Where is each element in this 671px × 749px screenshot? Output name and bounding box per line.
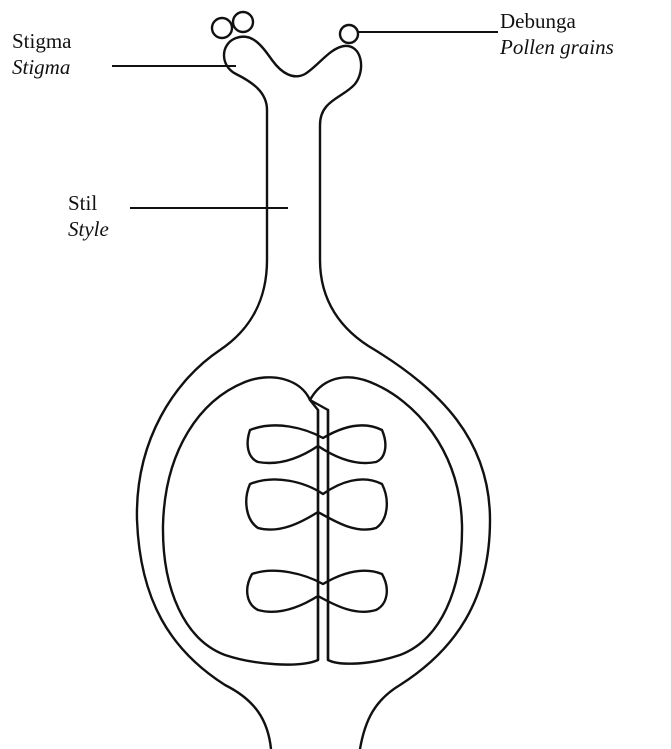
style-label-malay: Stil: [68, 190, 109, 216]
pollen-grain: [233, 12, 253, 32]
ovule: [248, 425, 386, 463]
ovule: [246, 479, 387, 529]
pistil-outline: [137, 12, 490, 749]
pollen-label: Debunga Pollen grains: [500, 8, 614, 60]
pollen-grain: [340, 25, 358, 43]
style-label-english: Style: [68, 216, 109, 242]
pollen-grain: [212, 18, 232, 38]
ovary: [163, 377, 462, 664]
pollen-label-english: Pollen grains: [500, 34, 614, 60]
pollen-label-malay: Debunga: [500, 8, 614, 34]
ovary-cavity-left: [163, 377, 318, 664]
style-label: Stil Style: [68, 190, 109, 242]
stigma-label: Stigma Stigma: [12, 28, 72, 80]
stigma-label-english: Stigma: [12, 54, 72, 80]
stigma-label-malay: Stigma: [12, 28, 72, 54]
